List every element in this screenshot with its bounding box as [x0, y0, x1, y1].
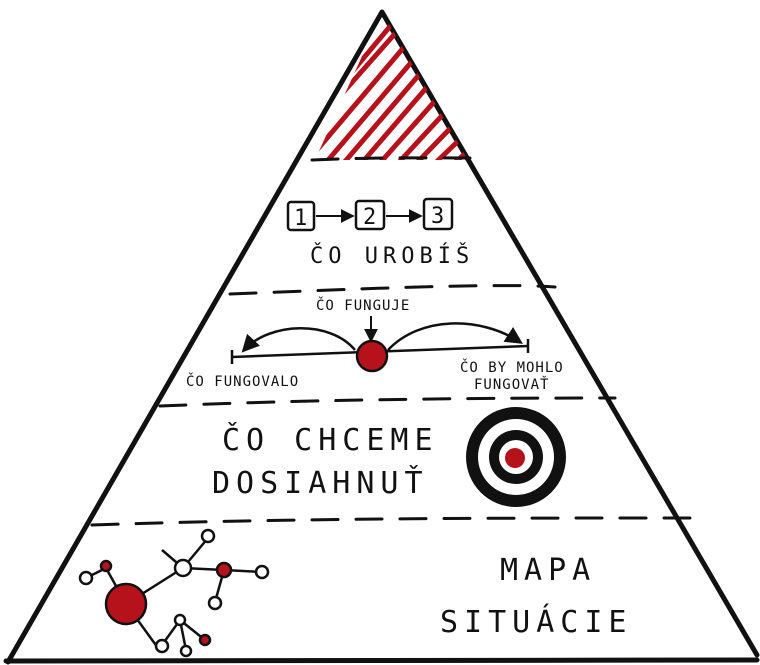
step-label-1: 1: [294, 206, 307, 231]
step-label-2: 2: [363, 205, 376, 230]
spectrum-top-label: ČO FUNGUJE: [316, 296, 410, 314]
step-label-3: 3: [431, 204, 444, 229]
spectrum-right-label-2: FUNGOVAŤ: [474, 375, 549, 393]
spectrum-right-label-1: ČO BY MOHLO: [460, 358, 564, 376]
spectrum-arc-left: [241, 327, 356, 353]
spectrum-arc-right: [387, 322, 523, 351]
divider-1: [310, 156, 472, 162]
steps-sequence: 1 2 3: [286, 197, 454, 232]
step-box-1: [286, 200, 316, 232]
step-box-3: [422, 197, 454, 231]
spectrum-left-label: ČO FUNGOVALO: [186, 372, 299, 390]
target-icon: [466, 407, 566, 507]
current-state-dot: [355, 339, 389, 373]
goal-label-1: ČO CHCEME: [222, 421, 439, 458]
step-box-2: [354, 199, 386, 231]
pyramid-outline: [3, 9, 760, 665]
map-label-2: SITUÁCIE: [440, 604, 633, 640]
goal-label-2: DOSIAHNUŤ: [212, 465, 429, 501]
network-graph-icon: [78, 528, 270, 658]
divider-3: [158, 396, 617, 408]
divider-2: [228, 284, 557, 296]
steps-caption: ČO UROBÍŠ: [310, 243, 474, 269]
map-label-1: MAPA: [500, 553, 596, 588]
divider-4: [90, 516, 692, 527]
